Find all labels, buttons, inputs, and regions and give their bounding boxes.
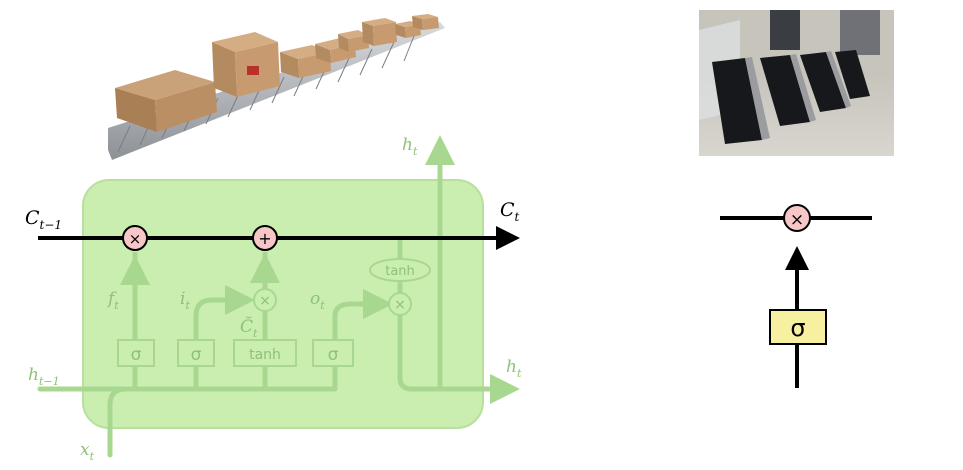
cell-input-label: Ct−1 xyxy=(25,207,62,232)
output-multiply-text: × xyxy=(394,297,406,313)
candidate-tanh-text: tanh xyxy=(249,347,281,363)
turnstile-cabinets xyxy=(712,50,870,144)
output-multiply-node xyxy=(388,292,412,316)
gate-multiply-node xyxy=(783,204,811,232)
conveyor-rollers xyxy=(108,22,445,160)
cardboard-box-2 xyxy=(212,32,280,97)
conveyor-belt-photo xyxy=(108,14,445,160)
forget-gate-label: ft xyxy=(106,289,119,312)
gate-diagram: × σ xyxy=(720,204,872,388)
forget-multiply-node xyxy=(122,225,148,251)
cell-add-node xyxy=(252,225,278,251)
lstm-cell: σ σ tanh σ tanh × × ft it C̃t ot ht−1 ht… xyxy=(25,135,522,463)
cardboard-box-7 xyxy=(395,21,421,38)
candidate-tanh-box xyxy=(233,339,297,367)
cell-add-text: + xyxy=(258,229,271,248)
input-multiply-text: × xyxy=(259,293,271,309)
output-gate-label: ot xyxy=(310,289,325,312)
cardboard-box-6 xyxy=(362,18,397,46)
hidden-output-right-label: ht xyxy=(506,357,522,380)
candidate-label: C̃t xyxy=(240,317,258,340)
gate-sigma-text: σ xyxy=(790,314,805,342)
input-sigma-box xyxy=(177,339,215,367)
output-sigma-text: σ xyxy=(328,345,339,365)
hidden-input-label: ht−1 xyxy=(28,365,60,388)
turnstile-gates-photo xyxy=(699,10,894,156)
cell-tanh-text: tanh xyxy=(385,264,415,279)
cardboard-box-1 xyxy=(115,70,217,132)
forget-sigma-box xyxy=(117,339,155,367)
gate-multiply-text: × xyxy=(790,210,804,230)
input-sigma-text: σ xyxy=(191,345,202,365)
input-gate-label: it xyxy=(180,289,190,312)
hidden-output-top-label: ht xyxy=(402,135,418,158)
input-x-label: xt xyxy=(80,440,95,463)
cardboard-box-8 xyxy=(412,14,439,30)
output-sigma-box xyxy=(312,339,354,367)
gate-sigma-box xyxy=(769,309,827,345)
cell-tanh-ellipse xyxy=(369,258,431,282)
input-multiply-node xyxy=(253,288,277,312)
forget-sigma-text: σ xyxy=(131,345,142,365)
forget-multiply-text: × xyxy=(129,230,142,248)
cell-output-label: Ct xyxy=(500,199,520,224)
